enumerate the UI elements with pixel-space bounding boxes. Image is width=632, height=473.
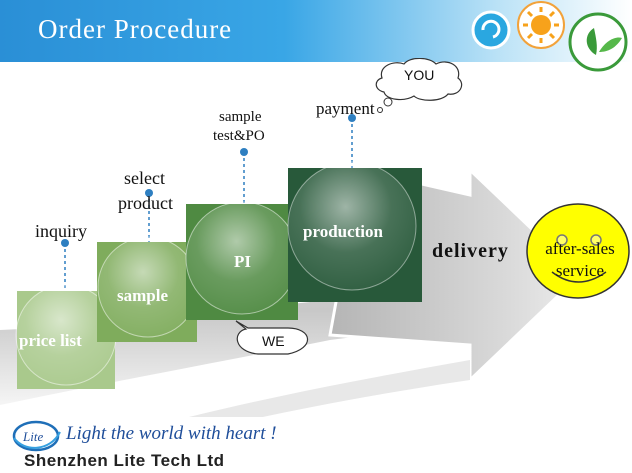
page-title: Order Procedure xyxy=(38,14,233,44)
we-speech-bubble xyxy=(235,320,309,355)
we-label: WE xyxy=(262,333,285,349)
swirl-icon xyxy=(471,10,511,50)
header-icons xyxy=(471,1,628,72)
after-sales-line1: after-sales xyxy=(545,239,615,258)
delivery-label: delivery xyxy=(432,240,509,262)
step-label-product: product xyxy=(118,193,173,213)
after-sales-line2: service xyxy=(555,261,605,280)
company-name: Shenzhen Lite Tech Ltd xyxy=(24,451,225,470)
you-thought-bubble xyxy=(375,58,463,113)
lite-logo-text: Lite xyxy=(22,429,43,444)
step-label-test-po: test&PO xyxy=(213,128,265,144)
step-label-payment: payment xyxy=(316,99,375,118)
leaf-icon xyxy=(568,12,628,72)
box-label-sample: sample xyxy=(117,286,168,305)
you-label: YOU xyxy=(404,67,435,83)
step-label-select: select xyxy=(124,168,165,188)
box-label-price-list: price list xyxy=(19,331,82,350)
slogan: Light the world with heart ! xyxy=(66,423,277,444)
box-pi xyxy=(185,201,299,320)
box-label-production: production xyxy=(303,222,383,241)
box-label-pi: PI xyxy=(234,252,251,271)
box-production xyxy=(287,161,422,302)
box-sample xyxy=(97,236,199,342)
sun-icon xyxy=(517,1,565,49)
step-label-sample: sample xyxy=(219,109,262,125)
step-label-inquiry: inquiry xyxy=(35,221,87,241)
lite-logo: Lite xyxy=(12,420,61,452)
after-sales-smiley xyxy=(526,203,630,299)
